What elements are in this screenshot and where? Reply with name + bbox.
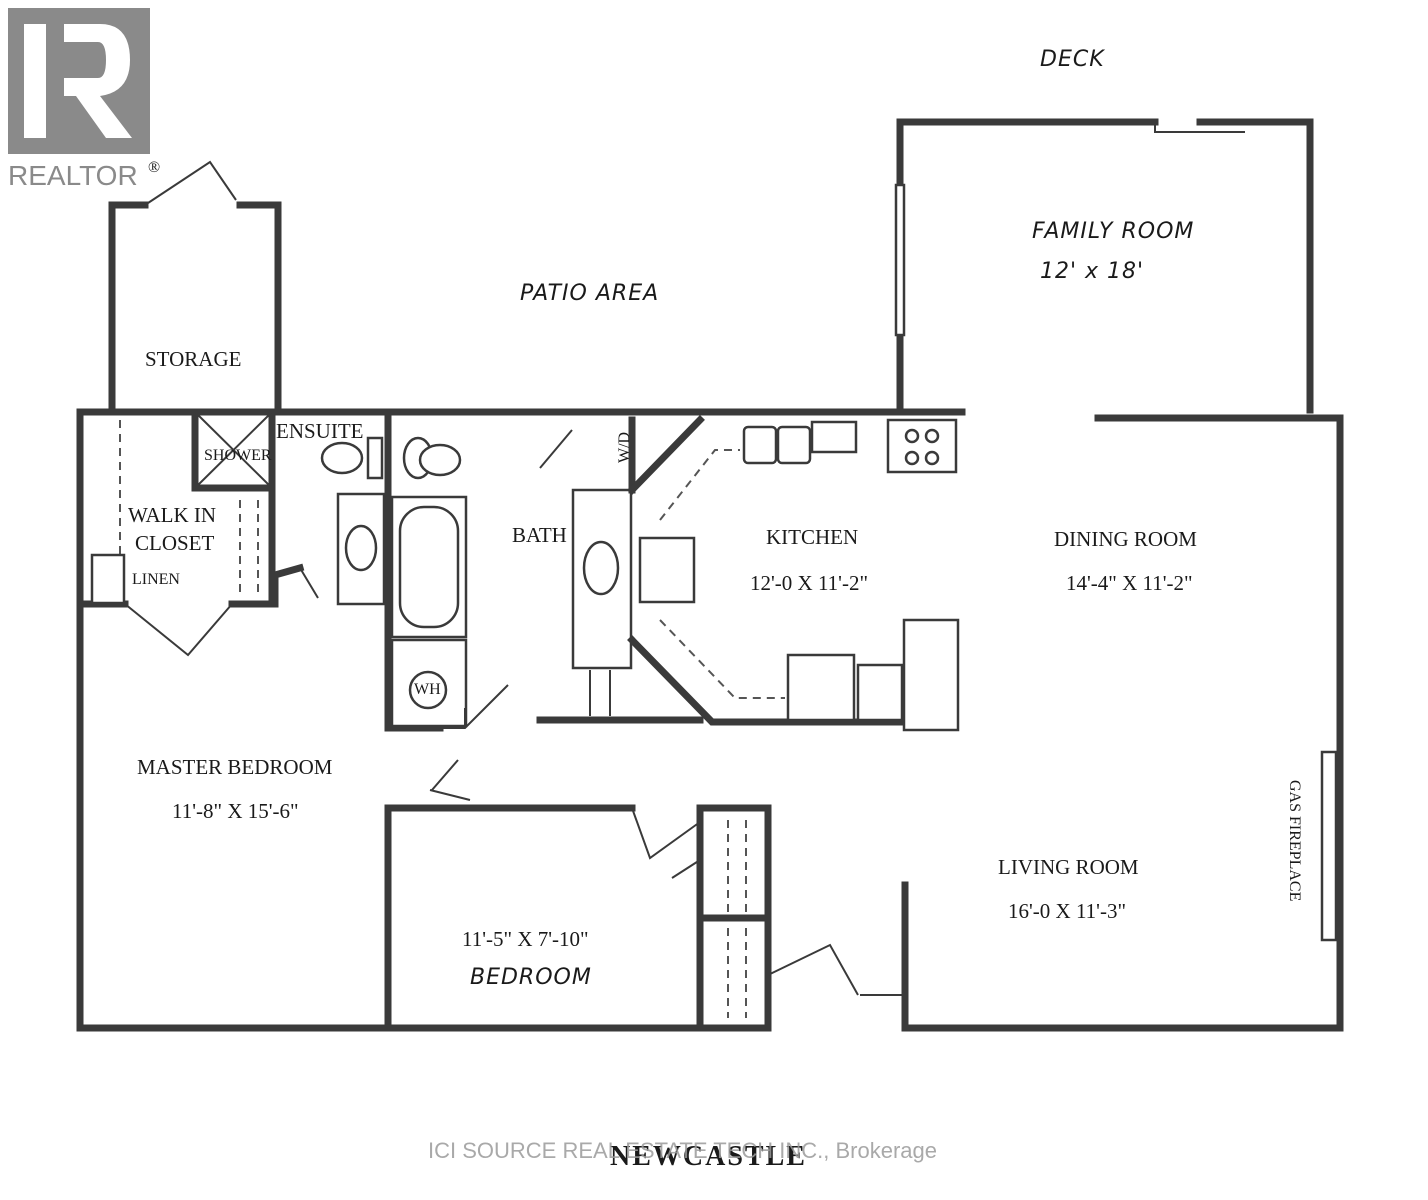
walk-in-closet-label-line1: WALK IN xyxy=(128,503,216,527)
living-room-label: LIVING ROOM xyxy=(998,855,1139,879)
wd-label: W/D xyxy=(616,432,633,463)
dining-room-size: 14'-4" X 11'-2" xyxy=(1066,571,1193,595)
linen-label: LINEN xyxy=(132,571,180,588)
house-outer-walls xyxy=(76,408,1344,1032)
brokerage-watermark: ICI SOURCE REAL ESTATE TECH INC., Broker… xyxy=(428,1138,937,1163)
bath-label: BATH xyxy=(512,523,567,547)
realtor-logo-letter-stem xyxy=(24,24,46,138)
gas-fireplace-label: GAS FIREPLACE xyxy=(1286,780,1303,901)
master-bedroom-label: MASTER BEDROOM xyxy=(137,755,333,779)
walk-in-closet-label-line2: CLOSET xyxy=(135,531,215,555)
bedroom-size: 11'-5" X 7'-10" xyxy=(462,927,589,951)
dining-room-label: DINING ROOM xyxy=(1054,527,1197,551)
plan-title: NEWCASTLE xyxy=(610,1141,807,1172)
storage-walls xyxy=(108,160,282,414)
patio-area-label: PATIO AREA xyxy=(520,281,659,306)
storage-label: STORAGE xyxy=(145,347,241,371)
living-room-size: 16'-0 X 11'-3" xyxy=(1008,899,1126,923)
realtor-logo: REALTOR ® xyxy=(8,8,160,191)
bedroom-label: BEDROOM xyxy=(470,965,592,990)
ensuite-label: ENSUITE xyxy=(276,419,364,443)
master-bedroom-size: 11'-8" X 15'-6" xyxy=(172,799,299,823)
family-room-size: 12' x 18' xyxy=(1040,259,1144,284)
interior-walls xyxy=(80,408,1338,1028)
deck-label: DECK xyxy=(1040,47,1105,72)
family-room-label: FAMILY ROOM xyxy=(1032,219,1194,244)
realtor-logo-registered-mark: ® xyxy=(148,159,160,176)
shower-label: SHOWER xyxy=(204,447,272,464)
family-room-walls xyxy=(894,118,1314,414)
room-labels: DECK FAMILY ROOM 12' x 18' PATIO AREA ST… xyxy=(128,47,1303,990)
realtor-logo-text: REALTOR xyxy=(8,160,138,191)
wh-label: WH xyxy=(414,681,441,698)
kitchen-label: KITCHEN xyxy=(766,525,858,549)
kitchen-size: 12'-0 X 11'-2" xyxy=(750,571,868,595)
realtor-logo-letter-bowl xyxy=(46,24,132,138)
